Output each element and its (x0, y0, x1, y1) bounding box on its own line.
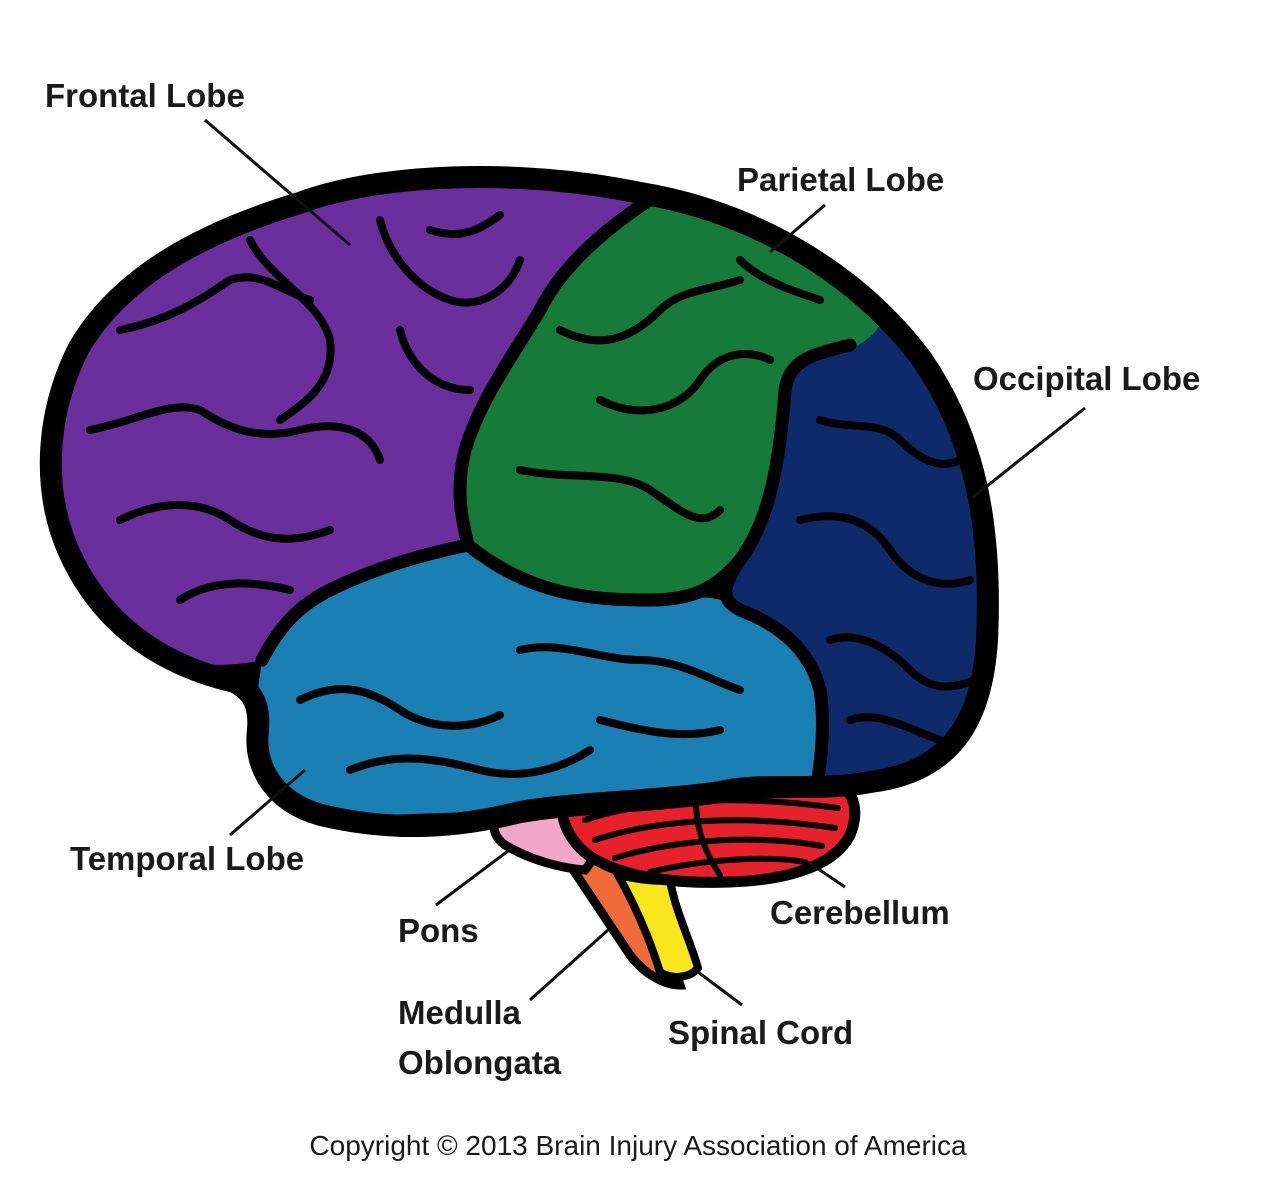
leader-lines (204, 118, 1086, 1007)
label-medulla: Medulla (398, 994, 521, 1031)
frontal-leader (204, 118, 351, 247)
label-parietal-lobe: Parietal Lobe (737, 161, 944, 198)
cerebellum-leader (807, 860, 846, 889)
spinal-cord-leader (697, 970, 743, 1007)
copyright-notice: Copyright © 2013 Brain Injury Associatio… (309, 1130, 967, 1161)
label-spinal-cord: Spinal Cord (668, 1014, 853, 1051)
medulla-leader (528, 928, 610, 1002)
parietal-leader (769, 203, 826, 254)
label-frontal-lobe: Frontal Lobe (45, 77, 245, 114)
pons-leader (435, 846, 513, 907)
temporal-leader (229, 768, 306, 837)
label-temporal-lobe: Temporal Lobe (70, 840, 304, 877)
label-pons: Pons (398, 912, 479, 949)
label-occipital-lobe: Occipital Lobe (973, 360, 1200, 397)
label-cerebellum: Cerebellum (770, 894, 950, 931)
cerebrum-border (43, 170, 995, 834)
occipital-leader (971, 406, 1086, 500)
label-oblongata: Oblongata (398, 1044, 562, 1081)
temporal-lobe-region (240, 540, 823, 820)
